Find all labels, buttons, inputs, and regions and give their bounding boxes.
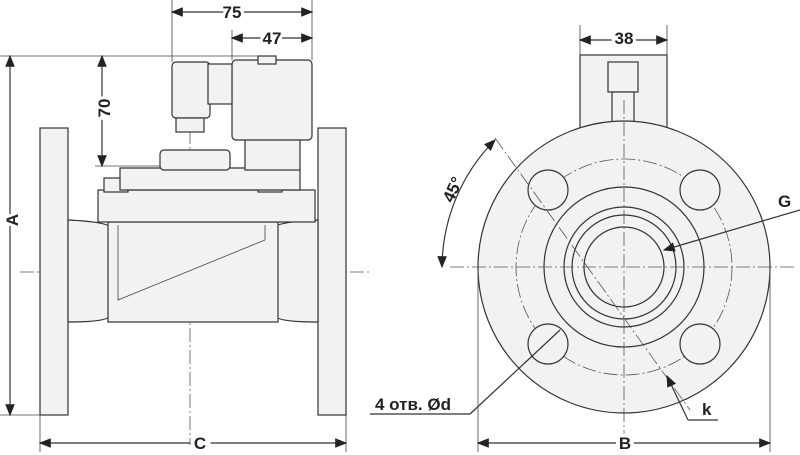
leader-holes (469, 329, 561, 415)
dim-75-label: 75 (223, 3, 242, 22)
bolt-hole (679, 169, 721, 211)
angle-arc (437, 139, 496, 269)
bolt-hole (527, 323, 569, 365)
centerline-diagonal (494, 137, 691, 411)
dim-A-label: A (3, 214, 22, 226)
front-view: 45° 38 G 4 отв. Ød k B (370, 25, 800, 455)
dim-38-label: 38 (615, 29, 634, 48)
leader-G (662, 209, 800, 252)
right-flange (317, 127, 347, 416)
side-view: 75 47 70 A C (0, 0, 370, 455)
leader-k (666, 374, 689, 421)
dim-C-label: C (194, 434, 206, 453)
bolt-hole (527, 169, 569, 211)
coil-nut (257, 55, 277, 65)
valve-body (107, 221, 279, 323)
body-internal (117, 225, 266, 301)
cover-plate (97, 189, 316, 223)
holes-label: 4 отв. Ød (375, 395, 451, 414)
coil-base (244, 137, 301, 171)
connector-plug (207, 63, 233, 105)
k-label: k (702, 400, 712, 419)
cable-gland (175, 117, 205, 133)
bolt-hole (679, 323, 721, 365)
dim-70-label: 70 (95, 99, 114, 118)
dim-47-label: 47 (263, 29, 282, 48)
bonnet (119, 167, 301, 191)
connector (171, 61, 211, 119)
bonnet-top (159, 149, 231, 171)
angle-label: 45° (439, 174, 467, 206)
thread-G-label: G (778, 192, 791, 211)
solenoid-coil (231, 59, 313, 141)
dim-B-label: B (619, 434, 631, 453)
stem-nut (607, 61, 639, 93)
left-flange (39, 127, 69, 416)
